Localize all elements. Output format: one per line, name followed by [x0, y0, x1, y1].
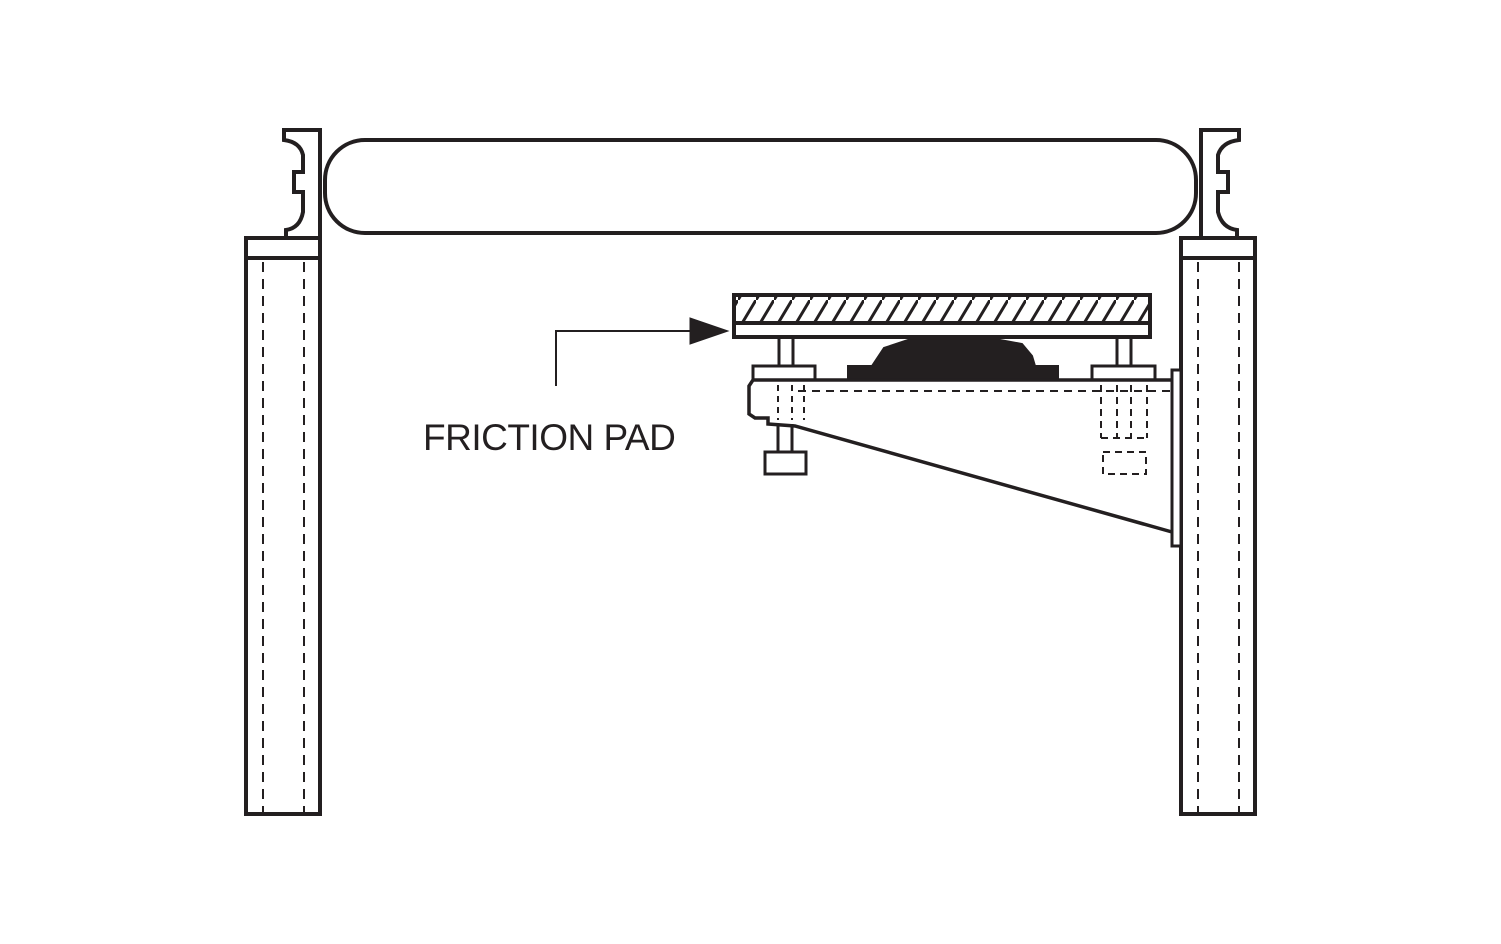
friction-pad	[732, 293, 1152, 339]
left-adjustment-bolt	[763, 385, 808, 476]
pad-support-posts	[777, 338, 1133, 366]
friction-pad-label: FRICTION PAD	[423, 417, 675, 458]
right-hidden-bolt	[1100, 385, 1148, 475]
cantilever-bracket	[747, 368, 1183, 548]
top-roller	[323, 138, 1198, 235]
friction-pad-leader	[555, 317, 730, 386]
left-roller-bracket	[282, 128, 322, 240]
arrow-head-icon	[689, 317, 730, 345]
right-column	[1179, 236, 1257, 816]
right-roller-bracket	[1199, 128, 1241, 240]
drive-mechanism	[847, 339, 1059, 380]
left-column	[244, 236, 322, 816]
